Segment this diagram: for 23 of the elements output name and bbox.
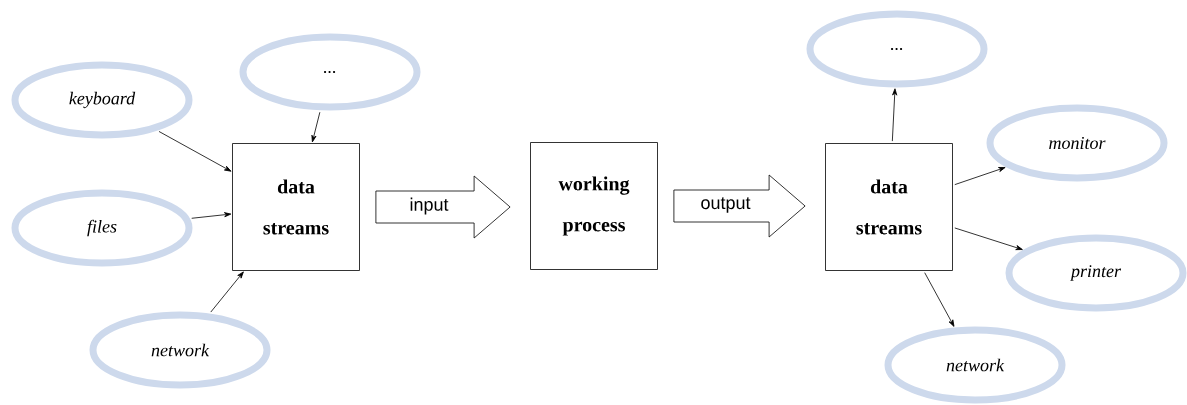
arrow (311, 111, 321, 143)
oval: printer (1005, 234, 1187, 312)
oval: files (11, 189, 193, 267)
oval: keyboard (11, 61, 193, 139)
block-arrow (375, 175, 511, 239)
edge-label: output (701, 197, 751, 213)
arrow (891, 88, 898, 142)
process-box: working process (530, 142, 658, 270)
oval: network (884, 326, 1066, 404)
process-box: data streams (825, 143, 953, 271)
process-box: data streams (232, 143, 360, 271)
edge-label: input (410, 197, 449, 215)
arrow (954, 167, 1006, 186)
arrow (954, 227, 1023, 251)
arrow (924, 272, 955, 327)
oval: monitor (986, 104, 1168, 182)
arrow (210, 271, 244, 313)
arrow (191, 212, 232, 219)
oval: ... (239, 33, 421, 111)
oval: network (89, 311, 271, 389)
block-arrow (673, 174, 806, 238)
arrow (158, 131, 232, 172)
oval: ... (806, 10, 988, 88)
